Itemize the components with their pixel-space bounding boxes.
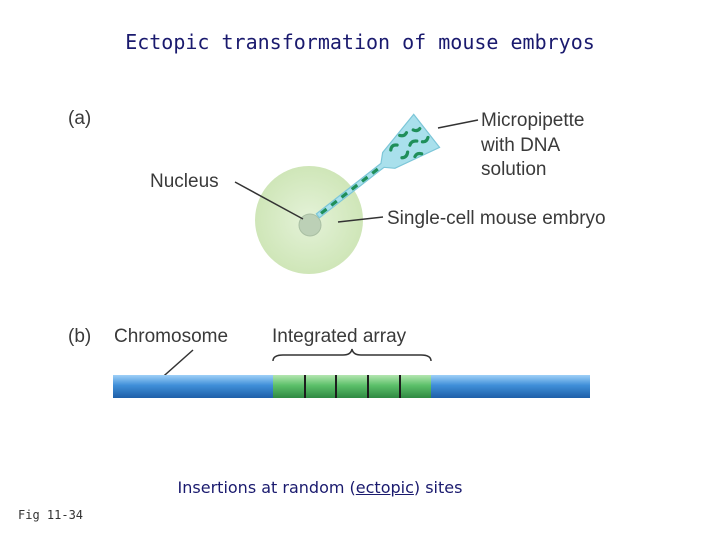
nucleus-label: Nucleus: [150, 171, 219, 192]
panel-a-letter: (a): [68, 108, 91, 129]
panel-b-letter: (b): [68, 326, 91, 347]
array-dividers: [304, 375, 401, 398]
nucleus-leader: [234, 181, 304, 220]
micropipette-label-line1: Micropipette: [481, 110, 585, 131]
embryo-label: Single-cell mouse embryo: [387, 208, 606, 229]
nucleus: [298, 213, 322, 237]
micropipette: [315, 113, 441, 219]
caption-before: Insertions at random (: [177, 478, 356, 497]
integrated-array: [273, 375, 431, 398]
slide-title: Ectopic transformation of mouse embryos: [125, 30, 595, 54]
caption-underlined: ectopic: [355, 478, 414, 497]
dna-fragments: [389, 127, 430, 160]
embryo-leader: [337, 216, 384, 223]
array-brace: [272, 348, 432, 362]
caption-after: ) sites: [413, 478, 463, 497]
micropipette-leader: [437, 119, 479, 129]
micropipette-label-line2: with DNA: [480, 135, 561, 156]
micropipette-label-line3: solution: [481, 159, 547, 180]
figure-reference: Fig 11-34: [18, 508, 84, 522]
chromosome-label: Chromosome: [114, 326, 228, 347]
integrated-array-label: Integrated array: [272, 326, 407, 347]
caption: Insertions at random (ectopic) sites: [0, 478, 640, 497]
